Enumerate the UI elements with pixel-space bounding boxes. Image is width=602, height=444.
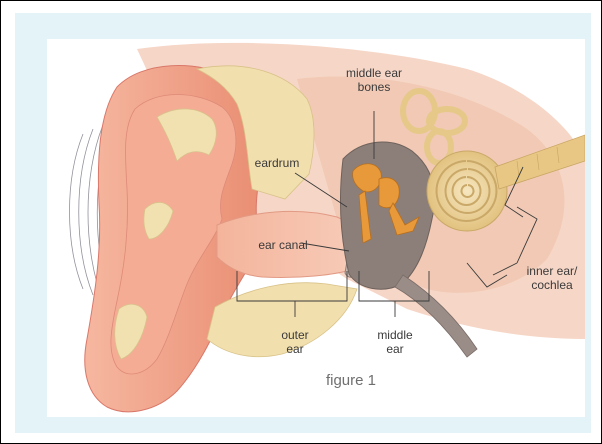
outer-ear-label-2: ear xyxy=(286,342,303,356)
light-blue-panel: middle ear bones eardrum ear canal inner… xyxy=(15,13,591,433)
ear-anatomy-diagram: middle ear bones eardrum ear canal inner… xyxy=(47,39,585,417)
middle-ear-bones-label-1: middle ear xyxy=(346,66,402,80)
outer-ear-label-1: outer xyxy=(281,328,308,342)
inner-ear-label-2: cochlea xyxy=(531,278,573,292)
middle-ear-label-1: middle xyxy=(377,328,413,342)
diagram-area: middle ear bones eardrum ear canal inner… xyxy=(47,39,585,417)
middle-ear-label-2: ear xyxy=(386,342,403,356)
middle-ear-bones-label-2: bones xyxy=(358,80,391,94)
cochlea xyxy=(427,151,507,231)
eardrum-label: eardrum xyxy=(255,156,300,170)
figure-caption: figure 1 xyxy=(326,372,376,389)
ear-canal-label: ear canal xyxy=(258,238,307,252)
inner-ear-label-1: inner ear/ xyxy=(527,264,578,278)
